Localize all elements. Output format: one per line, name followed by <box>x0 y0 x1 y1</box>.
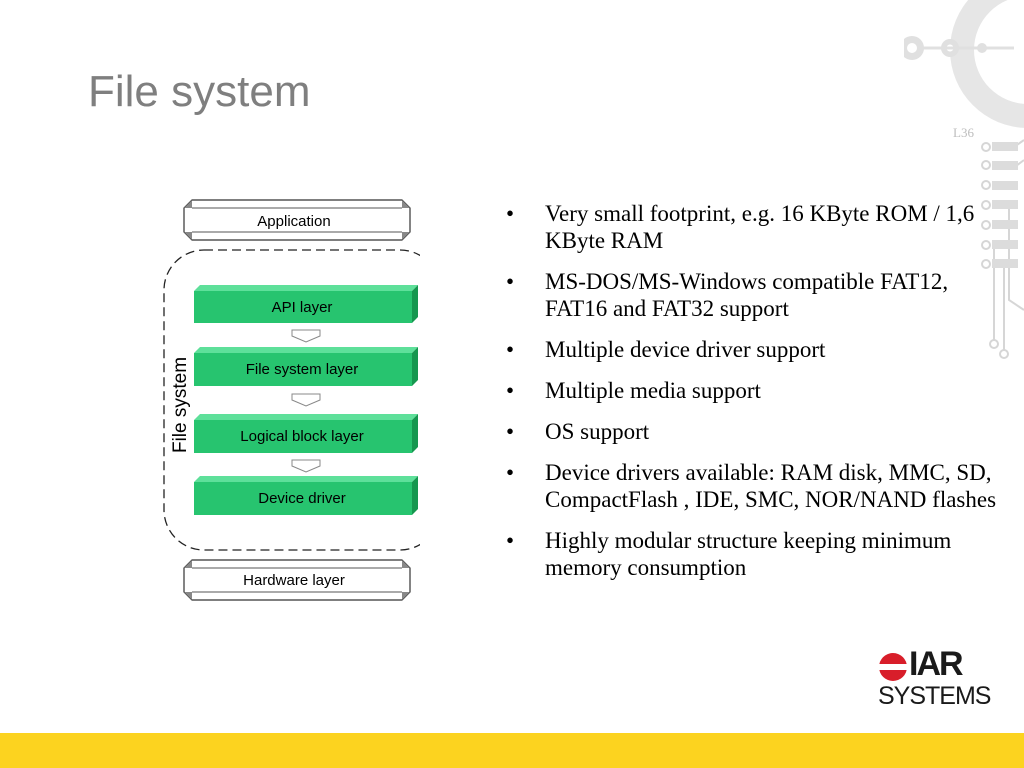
bullet-text: Very small footprint, e.g. 16 KByte ROM … <box>545 201 975 253</box>
file-system-group-outline <box>163 249 420 551</box>
hardware-layer-box <box>183 559 411 601</box>
application-box <box>183 199 411 241</box>
hardware-layer-label: Hardware layer <box>243 572 345 589</box>
bullet-item: • Multiple media support <box>506 377 1006 404</box>
logo-brand-text: IAR <box>909 645 964 683</box>
bullet-text: Device drivers available: RAM disk, MMC,… <box>545 460 997 512</box>
file-system-diagram <box>163 199 420 601</box>
arrow-down-3 <box>291 459 321 473</box>
bullet-text: Highly modular structure keeping minimum… <box>545 528 952 580</box>
footer-bar <box>0 733 1024 768</box>
circuit-decoration <box>904 0 1024 359</box>
api-layer-box <box>194 285 418 323</box>
arrow-down-2 <box>291 393 321 407</box>
bullet-text: Multiple device driver support <box>545 337 826 362</box>
bullet-text: MS-DOS/MS-Windows compatible FAT12, FAT1… <box>545 269 949 321</box>
bullet-icon: • <box>506 460 515 485</box>
bullet-icon: • <box>506 201 515 226</box>
api-layer-label: API layer <box>271 299 333 316</box>
feature-bullet-list: • Very small footprint, e.g. 16 KByte ROM… <box>506 200 1006 595</box>
slide-title: File system <box>88 67 311 116</box>
bullet-icon: • <box>506 378 515 403</box>
iar-logo-icon <box>879 653 907 681</box>
device-driver-label: Device driver <box>258 490 346 507</box>
bullet-icon: • <box>506 528 515 553</box>
application-label: Application <box>257 213 331 230</box>
bullet-item: • MS-DOS/MS-Windows compatible FAT12, FAT… <box>506 268 1006 322</box>
file-system-layer-label: File system layer <box>245 361 359 378</box>
logical-block-layer-box <box>194 414 418 453</box>
bullet-item: • Multiple device driver support <box>506 336 1006 363</box>
file-system-layer-box <box>194 347 418 386</box>
bullet-icon: • <box>506 269 515 294</box>
bullet-text: Multiple media support <box>545 378 761 403</box>
bullet-text: OS support <box>545 419 650 444</box>
bullet-item: • Device drivers available: RAM disk, MMC… <box>506 459 1006 513</box>
arrow-down-1 <box>291 329 321 343</box>
bullet-item: • OS support <box>506 418 1006 445</box>
bullet-icon: • <box>506 419 515 444</box>
bullet-item: • Highly modular structure keeping minimu… <box>506 527 1006 581</box>
device-driver-box <box>194 476 418 515</box>
logo-subtitle-text: SYSTEMS <box>878 682 991 710</box>
logical-block-layer-label: Logical block layer <box>240 428 364 445</box>
bullet-item: • Very small footprint, e.g. 16 KByte ROM… <box>506 200 1006 254</box>
file-system-group-label: File system <box>170 356 191 454</box>
bullet-icon: • <box>506 337 515 362</box>
slide-number: L36 <box>953 125 974 140</box>
